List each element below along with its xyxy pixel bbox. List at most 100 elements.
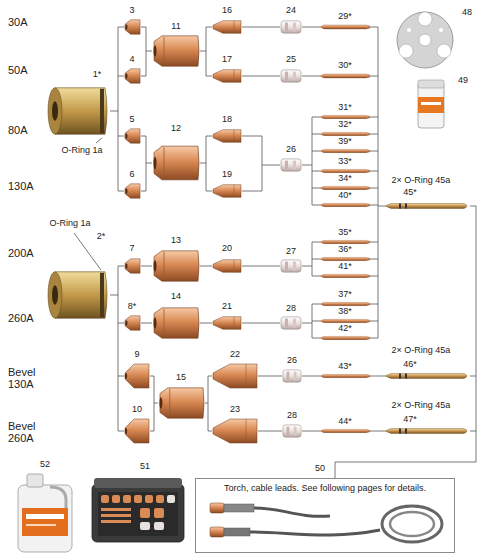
callout-number: 49 xyxy=(458,76,468,86)
electrode xyxy=(320,149,370,152)
box-text: Torch, cable leads. See following pages … xyxy=(202,483,448,494)
nozzle xyxy=(213,21,241,34)
torch-lead xyxy=(254,508,330,516)
case-lid xyxy=(94,478,182,488)
disk-notch xyxy=(418,12,432,26)
retaining-cap xyxy=(48,272,107,318)
tree-lines xyxy=(74,27,476,478)
callout-number: 43* xyxy=(338,362,352,372)
callout-number: 33* xyxy=(338,157,352,167)
amperage-label: 130A xyxy=(8,180,42,192)
electrode-holder xyxy=(385,374,467,379)
callout-number: 46* xyxy=(403,360,417,370)
callout-number: 6 xyxy=(129,170,134,180)
jug-body xyxy=(18,485,72,552)
kit-part xyxy=(154,522,164,530)
electrode xyxy=(320,74,370,78)
jug-label xyxy=(22,508,68,536)
callout-number: 31* xyxy=(338,103,352,113)
callout-number: 24 xyxy=(286,6,296,16)
callout-number: 48 xyxy=(462,8,472,18)
swirl-ring xyxy=(281,70,301,82)
swirl-ring xyxy=(281,21,301,33)
callout-number: 12 xyxy=(171,124,181,134)
callout-number: 14 xyxy=(171,292,181,302)
part-note: 2× O-Ring 45a xyxy=(392,176,451,186)
kit-part xyxy=(134,495,142,503)
detail-box: Torch, cable leads. See following pages … xyxy=(195,478,455,553)
callout-number: 13 xyxy=(171,236,181,246)
kit-part xyxy=(156,495,164,503)
callout-number: 22 xyxy=(230,350,240,360)
tree-line xyxy=(141,27,152,191)
callout-number: 36* xyxy=(338,245,352,255)
amperage-label: 260A xyxy=(8,312,42,324)
torch-body xyxy=(224,528,250,536)
part-note: 2× O-Ring 45a xyxy=(392,346,451,356)
callout-number: 9 xyxy=(134,350,139,360)
callout-number: 16 xyxy=(222,6,232,16)
callout-number: 2* xyxy=(97,232,106,242)
part-note: O-Ring 1a xyxy=(49,219,90,229)
swirl-ring xyxy=(281,159,301,171)
tree-line xyxy=(110,27,124,191)
electrode xyxy=(320,169,370,172)
tube-label xyxy=(421,102,441,105)
lead-coil xyxy=(390,512,434,536)
shield-part xyxy=(125,20,140,34)
consumable-kit xyxy=(92,478,184,542)
electrode xyxy=(320,240,370,243)
kit-part xyxy=(140,522,150,530)
electrode xyxy=(320,336,370,339)
tree-line xyxy=(150,376,385,431)
shield-part xyxy=(125,184,140,198)
callout-number: 1* xyxy=(93,70,102,80)
swirl-ring xyxy=(283,425,301,437)
kit-part xyxy=(140,508,150,518)
torch-lead xyxy=(250,530,380,535)
electrode xyxy=(320,302,370,305)
callout-number: 19 xyxy=(222,170,232,180)
nozzle xyxy=(213,70,241,83)
electrode xyxy=(320,429,370,432)
tree-line xyxy=(110,266,280,431)
retaining-body xyxy=(159,388,204,418)
retaining-body xyxy=(154,36,200,66)
part-note: O-Ring 1a xyxy=(61,146,102,156)
tree-line xyxy=(200,27,212,191)
nozzle xyxy=(213,130,241,143)
electrode-holder xyxy=(385,429,467,434)
callout-number: 28 xyxy=(287,411,297,421)
electrode xyxy=(320,274,370,277)
amperage-label: Bevel 130A xyxy=(8,366,42,390)
callout-number: 34* xyxy=(338,174,352,184)
callout-number: 29* xyxy=(338,12,352,22)
kit-part xyxy=(101,508,131,511)
kit-parts xyxy=(101,495,164,523)
tree-line xyxy=(302,27,320,205)
tube-body xyxy=(418,82,444,128)
disk-hole xyxy=(407,28,411,32)
callout-number: 39* xyxy=(338,137,352,147)
disk-hole xyxy=(439,28,443,32)
torch-head xyxy=(210,527,224,537)
amperage-label: 30A xyxy=(8,16,42,28)
callout-number: 37* xyxy=(338,290,352,300)
amperage-label: Bevel 260A xyxy=(8,420,42,444)
jug-neck xyxy=(27,474,43,487)
callout-number: 50 xyxy=(315,464,325,474)
kit-part xyxy=(112,495,120,503)
shield-part xyxy=(125,129,140,143)
retaining-body xyxy=(154,146,200,180)
electrode xyxy=(320,186,370,189)
tree-line xyxy=(242,27,280,191)
lead-coil xyxy=(382,506,442,542)
tree-line xyxy=(335,206,476,478)
callout-number: 3 xyxy=(129,6,134,16)
kit-part xyxy=(154,508,164,518)
callout-number: 40* xyxy=(338,191,352,201)
swirl-ring xyxy=(283,370,301,382)
callout-number: 38* xyxy=(338,307,352,317)
